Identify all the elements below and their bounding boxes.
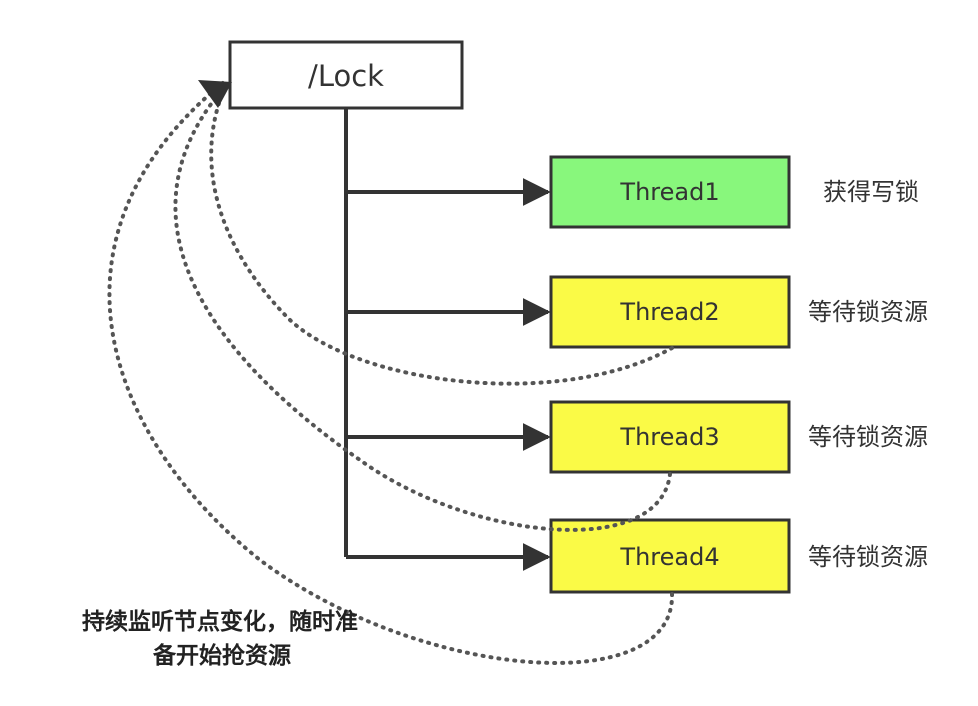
watch-caption-line2: 备开始抢资源 xyxy=(152,642,291,669)
lock-node: /Lock xyxy=(228,40,464,110)
thread-node-box xyxy=(549,155,791,229)
watch-path-thread4 xyxy=(107,80,675,665)
thread-node-label: Thread1 xyxy=(619,178,719,206)
lock-node-box xyxy=(228,40,464,110)
thread-node-label: Thread3 xyxy=(619,423,719,451)
thread-node-1: Thread1 xyxy=(549,155,791,229)
thread-node-2: Thread2 xyxy=(549,275,791,349)
thread-node-label: Thread4 xyxy=(619,543,719,571)
watch-caption-line1: 持续监听节点变化，随时准 xyxy=(82,608,358,635)
watch-arrowhead-icon xyxy=(198,80,232,108)
lock-node-label: /Lock xyxy=(308,59,384,93)
thread3-status-label: 等待锁资源 xyxy=(808,423,928,451)
thread-node-box xyxy=(549,400,791,474)
watch-caption: 持续监听节点变化，随时准 备开始抢资源 xyxy=(82,608,358,669)
thread-node-4: Thread4 xyxy=(549,518,791,594)
watch-path-thread3 xyxy=(173,88,672,532)
thread1-status-label: 获得写锁 xyxy=(823,178,919,206)
thread-node-label: Thread2 xyxy=(619,298,719,326)
thread-node-box xyxy=(549,518,791,594)
thread2-status-label: 等待锁资源 xyxy=(808,298,928,326)
watch-path-thread2 xyxy=(209,98,674,386)
thread-node-box xyxy=(549,275,791,349)
thread4-status-label: 等待锁资源 xyxy=(808,543,928,571)
thread-node-3: Thread3 xyxy=(549,400,791,474)
